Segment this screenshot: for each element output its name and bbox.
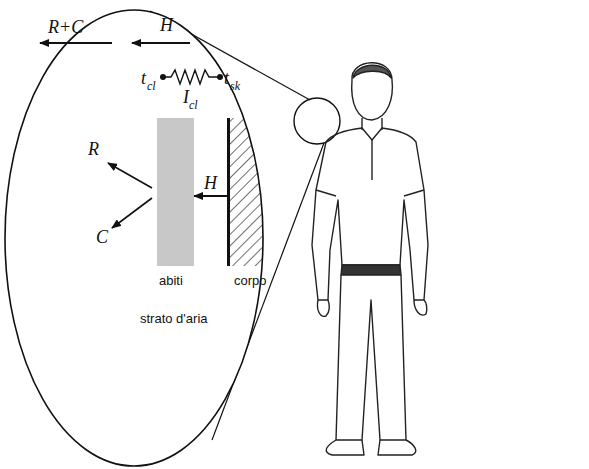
subscript: cl xyxy=(189,99,198,111)
edge-label: H xyxy=(204,174,217,192)
terminal-dot xyxy=(217,74,223,80)
symbol-label: I xyxy=(183,88,189,106)
flux-label: R xyxy=(88,140,99,158)
flux-label: C xyxy=(96,228,108,246)
body-surface: corpo xyxy=(227,118,261,266)
radiation-arrow xyxy=(108,163,152,188)
person-figure xyxy=(312,63,428,455)
layer-label: strato d'aria xyxy=(140,312,208,325)
node-label: corpo xyxy=(234,274,267,287)
subscript: sk xyxy=(230,80,240,92)
symbol-label: t xyxy=(224,69,229,87)
clothing-layer: abiti xyxy=(157,118,194,266)
body-hatch xyxy=(229,118,269,266)
flux-label: H xyxy=(160,16,173,34)
zoom-circle xyxy=(294,98,340,144)
magnifier-ellipse xyxy=(5,10,263,466)
resistor-symbol xyxy=(163,70,220,84)
symbol-label: t xyxy=(141,69,146,87)
convection-arrow xyxy=(112,198,152,228)
flux-label: R+C xyxy=(48,18,83,36)
heat-arrow xyxy=(40,42,112,44)
subscript: cl xyxy=(147,80,156,92)
heat-flow-arrow xyxy=(194,195,227,197)
node-label: abiti xyxy=(159,274,183,287)
heat-arrow xyxy=(132,42,190,44)
